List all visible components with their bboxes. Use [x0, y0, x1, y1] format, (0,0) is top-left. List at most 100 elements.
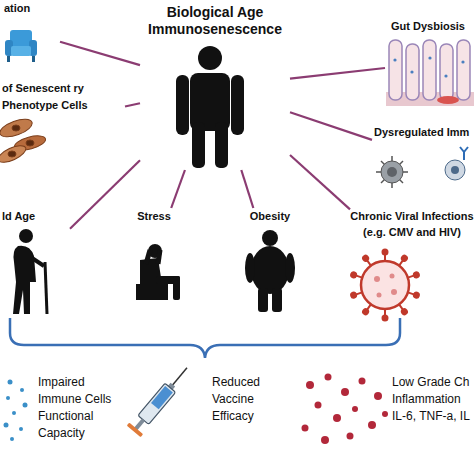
cytokine-dots-icon-part: [359, 378, 366, 385]
person-figure: [176, 46, 244, 168]
cell-dots-icon-part: [10, 437, 14, 441]
virus-icon-part: [377, 293, 382, 298]
cytokine-dots-icon-part: [321, 436, 329, 444]
immune-cells-icon-part: [445, 160, 465, 180]
connector-line: [60, 42, 140, 65]
gut-villi-icon-part: [393, 58, 396, 61]
outcome-item: Low Grade Ch Inflammation IL-6, TNF-a, I…: [298, 374, 474, 446]
senescent-cells-icon: [0, 116, 47, 166]
obesity-icon-part: [245, 253, 255, 283]
obesity-icon: [245, 230, 295, 312]
gut-villi-icon: [386, 40, 474, 106]
virus-icon-part-part-part: [362, 255, 369, 262]
chair-icon-part: [7, 56, 10, 62]
person-figure-part: [215, 122, 228, 168]
virus-icon-part-part-part: [413, 292, 419, 298]
gut-villi-icon-part: [457, 40, 470, 100]
bracket-part: [10, 318, 400, 358]
cell-dots-icon-part: [4, 423, 9, 428]
connector-line: [290, 155, 350, 209]
person-figure-part: [176, 75, 189, 135]
senescent-cells-icon-part: [26, 140, 34, 146]
gut-villi-icon-part: [423, 40, 436, 100]
syringe-icon-part: [127, 423, 143, 438]
factor-item: of Senescent ry Phenotype Cells: [0, 80, 125, 160]
old-person-icon-part: [19, 229, 33, 243]
immune-cells-icon-part: [376, 156, 408, 188]
virus-icon-part-part-part: [401, 255, 408, 262]
immune-cells-icon-part-part: [381, 161, 403, 183]
virus-icon-part: [350, 250, 419, 321]
factor-item: Dysregulated Imm: [372, 124, 474, 190]
obesity-icon-part: [258, 288, 268, 312]
cytokine-dots-icon: [302, 374, 389, 445]
virus-icon-part: [361, 261, 409, 309]
connector-group: [60, 42, 385, 229]
gut-villi-icon-part: [444, 74, 447, 77]
virus-icon-part: [374, 276, 380, 282]
virus-icon-part-part: [383, 309, 388, 321]
stress-icon-part: [146, 250, 150, 264]
gut-villi-icon-part: [428, 56, 431, 59]
cell-dots-icon: [4, 380, 28, 442]
virus-icon-part-part-part: [362, 308, 369, 315]
virus-icon-part-part-part: [383, 250, 388, 255]
virus-icon-part-part-part: [413, 272, 419, 278]
factor-heading: ld Age: [2, 208, 70, 224]
outcome-item: Impaired Immune Cells Functional Capacit…: [0, 374, 120, 446]
cytokine-dots-icon-part: [306, 381, 314, 389]
stress-icon-part: [173, 276, 180, 300]
cytokine-dots-icon-part: [315, 402, 322, 409]
gut-villi-icon-part: [440, 44, 453, 100]
connector-line: [290, 68, 385, 79]
factor-heading: Obesity: [240, 208, 300, 224]
cytokine-dots-icon-part: [341, 388, 349, 396]
connector-line: [171, 170, 185, 208]
factor-heading: Chronic Viral Infections (e.g. CMV and H…: [350, 208, 474, 240]
figure-heading: Biological Age Immunosenescence: [140, 4, 290, 38]
syringe-icon-part: [172, 368, 187, 386]
cell-dots-icon-part: [12, 411, 16, 415]
cell-dots-icon-part: [19, 427, 23, 431]
outcome-text: Low Grade Ch Inflammation IL-6, TNF-a, I…: [392, 374, 474, 425]
person-figure-part: [198, 46, 222, 70]
virus-icon-part-part: [383, 250, 388, 262]
connector-line: [290, 112, 372, 140]
factor-heading: Gut Dysbiosis: [391, 18, 474, 34]
cell-dots-icon-part: [8, 380, 13, 385]
virus-icon-part-part-part: [401, 308, 408, 315]
cytokine-dots-icon-part: [325, 374, 332, 381]
cell-dots-icon-part: [20, 388, 24, 392]
factor-heading: Dysregulated Imm: [374, 124, 474, 140]
virus-icon-part-part-part: [350, 292, 356, 298]
outcome-text: Reduced Vaccine Efficacy: [212, 374, 274, 425]
stress-icon-part: [136, 284, 168, 300]
cell-dots-icon-part: [23, 403, 28, 408]
chair-icon-part: [32, 56, 35, 62]
virus-icon-part: [391, 289, 397, 295]
syringe-icon-part: [151, 386, 173, 409]
gut-villi-icon-part: [410, 70, 413, 73]
immune-cells-icon: [376, 147, 468, 188]
obesity-icon-part: [262, 230, 278, 246]
connector-line: [125, 103, 140, 106]
old-person-icon-part: [32, 258, 44, 266]
old-person-icon-part: [13, 246, 36, 314]
virus-icon-part: [390, 274, 395, 279]
old-person-icon-part: [45, 262, 47, 314]
immune-cells-icon-part-part: [381, 161, 403, 183]
virus-icon: [350, 250, 419, 321]
obesity-icon-part: [272, 288, 282, 312]
bracket: [10, 318, 400, 358]
syringe-icon: [127, 362, 194, 437]
obesity-icon-part: [285, 253, 295, 283]
factor-heading: Stress: [118, 208, 190, 224]
person-figure-part: [231, 75, 244, 135]
cytokine-dots-icon-part: [382, 411, 388, 417]
central-figure: Biological Age Immunosenescence: [140, 4, 290, 170]
chair-icon: [5, 30, 37, 62]
cytokine-dots-icon-part: [347, 433, 354, 440]
factor-heading: ation: [4, 0, 60, 16]
connector-line: [70, 160, 140, 228]
factor-heading: of Senescent ry Phenotype Cells: [2, 80, 114, 114]
